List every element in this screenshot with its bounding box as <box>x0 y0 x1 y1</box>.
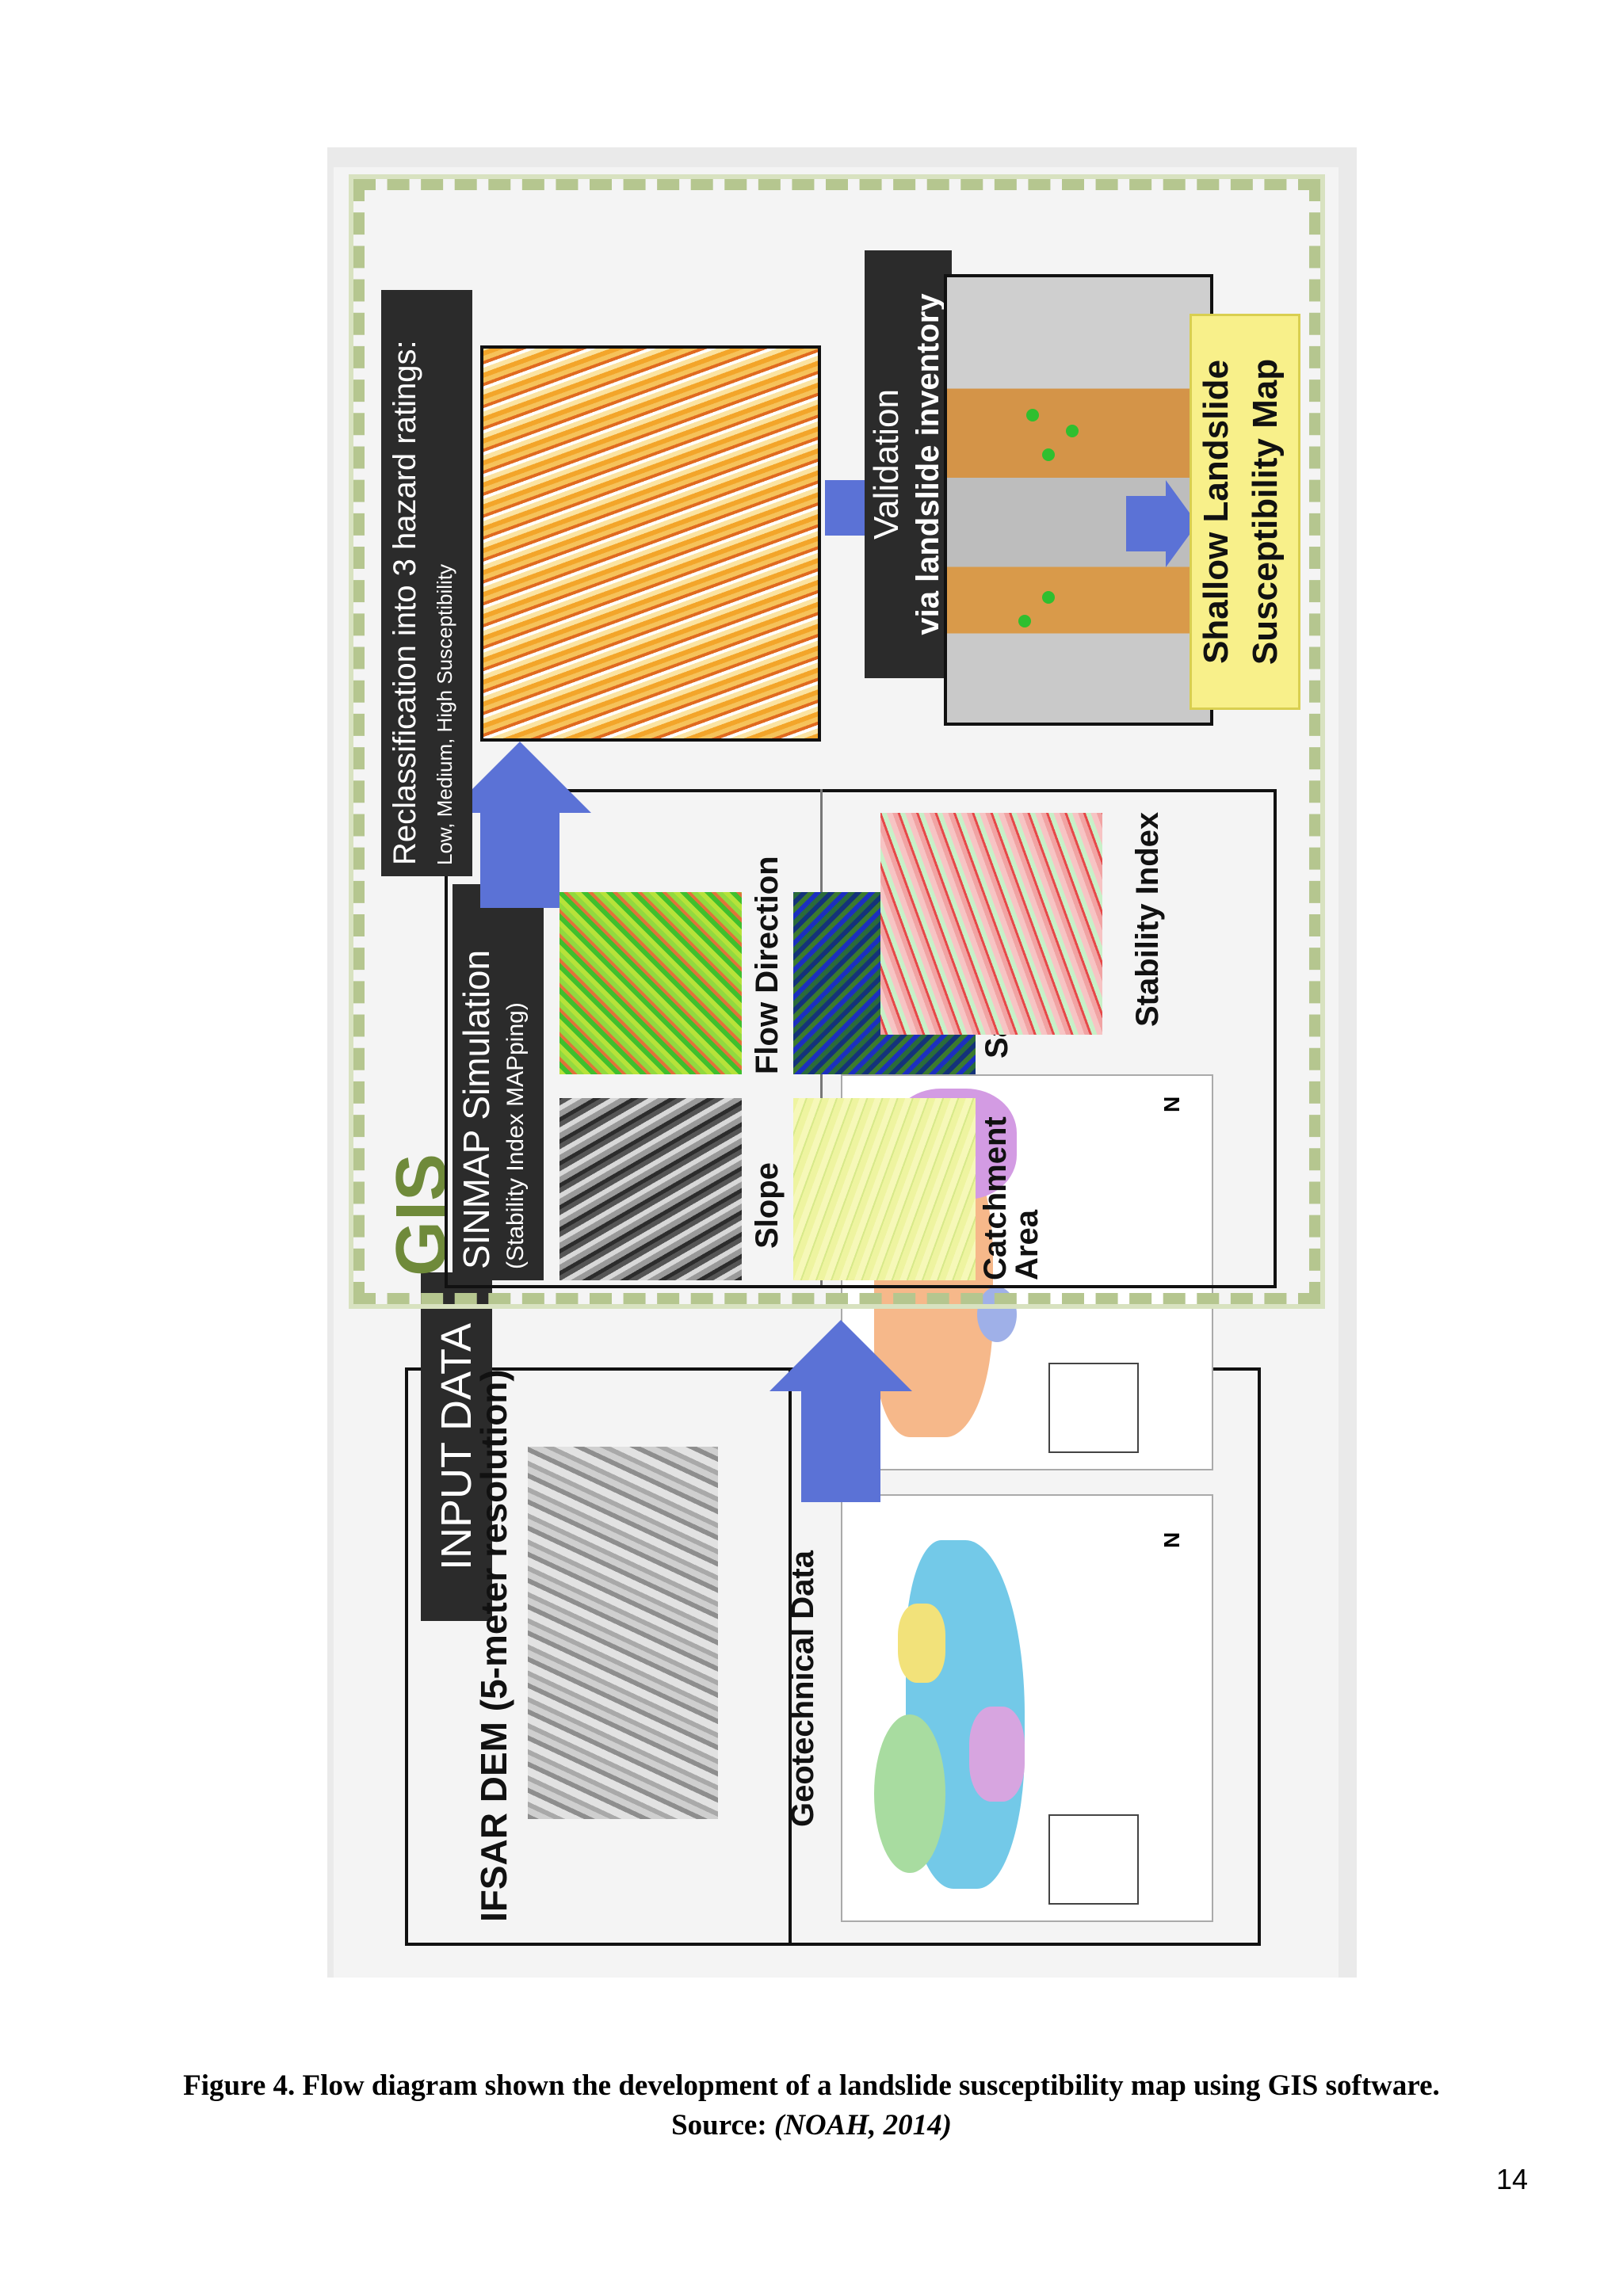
page-number: 14 <box>1495 2163 1528 2195</box>
slope-image <box>559 1098 742 1280</box>
caption-source-label: Source: <box>671 2109 767 2142</box>
output-line-1: Shallow Landslide <box>1197 360 1235 664</box>
geotechnical-label: Geotechnical Data <box>785 1550 820 1827</box>
stability-index-label: Stability Index <box>1130 811 1165 1027</box>
flow-direction-image <box>559 892 742 1074</box>
sinmap-title-text: SINMAP Simulation <box>456 949 497 1269</box>
figure-image: INPUT DATA IFSAR DEM (5-meter resolution… <box>327 147 1357 1978</box>
flow-diagram: INPUT DATA IFSAR DEM (5-meter resolution… <box>334 167 1338 1978</box>
reclass-subtitle-text: Low, Medium, High Susceptibility <box>433 563 456 865</box>
reclass-map <box>480 345 821 742</box>
sinmap-title: SINMAP Simulation (Stability Index MAPpi… <box>453 884 544 1280</box>
dem-image <box>528 1447 718 1819</box>
figure-caption: Figure 4. Flow diagram shown the develop… <box>0 2066 1623 2145</box>
caption-line-1: Figure 4. Flow diagram shown the develop… <box>183 2069 1440 2102</box>
stability-index-image <box>880 813 1102 1035</box>
reclass-title: Reclassification into 3 hazard ratings: … <box>381 290 472 876</box>
arrow-validation-to-output <box>1126 480 1197 567</box>
sinmap-subtitle-text: (Stability Index MAPping) <box>502 1002 529 1269</box>
caption-source-value: (NOAH, 2014) <box>773 2109 952 2142</box>
catchment-label-text: Catchment Area <box>978 1116 1044 1280</box>
arrow-sinmap-to-reclass <box>449 742 591 908</box>
catchment-label: Catchment Area <box>978 1090 1044 1280</box>
validation-title: Validation via landslide inventory <box>865 250 952 678</box>
validation-title-text: Validation <box>867 389 906 540</box>
geotechnical-map-1: N <box>841 1494 1213 1922</box>
arrow-input-to-sinmap <box>769 1320 912 1502</box>
output-box: Shallow Landslide Susceptibility Map <box>1190 314 1300 710</box>
dem-label: IFSAR DEM (5-meter resolution) <box>473 1369 514 1922</box>
catchment-image <box>793 1098 976 1280</box>
flow-direction-label: Flow Direction <box>750 856 785 1074</box>
caption-source: Source: (NOAH, 2014) <box>0 2106 1623 2145</box>
output-line-2: Susceptibility Map <box>1246 358 1285 666</box>
figure-background: INPUT DATA IFSAR DEM (5-meter resolution… <box>334 167 1338 1978</box>
slope-label: Slope <box>750 1162 785 1249</box>
reclass-title-text: Reclassification into 3 hazard ratings: <box>388 340 422 865</box>
validation-subtitle-text: via landslide inventory <box>911 293 945 635</box>
